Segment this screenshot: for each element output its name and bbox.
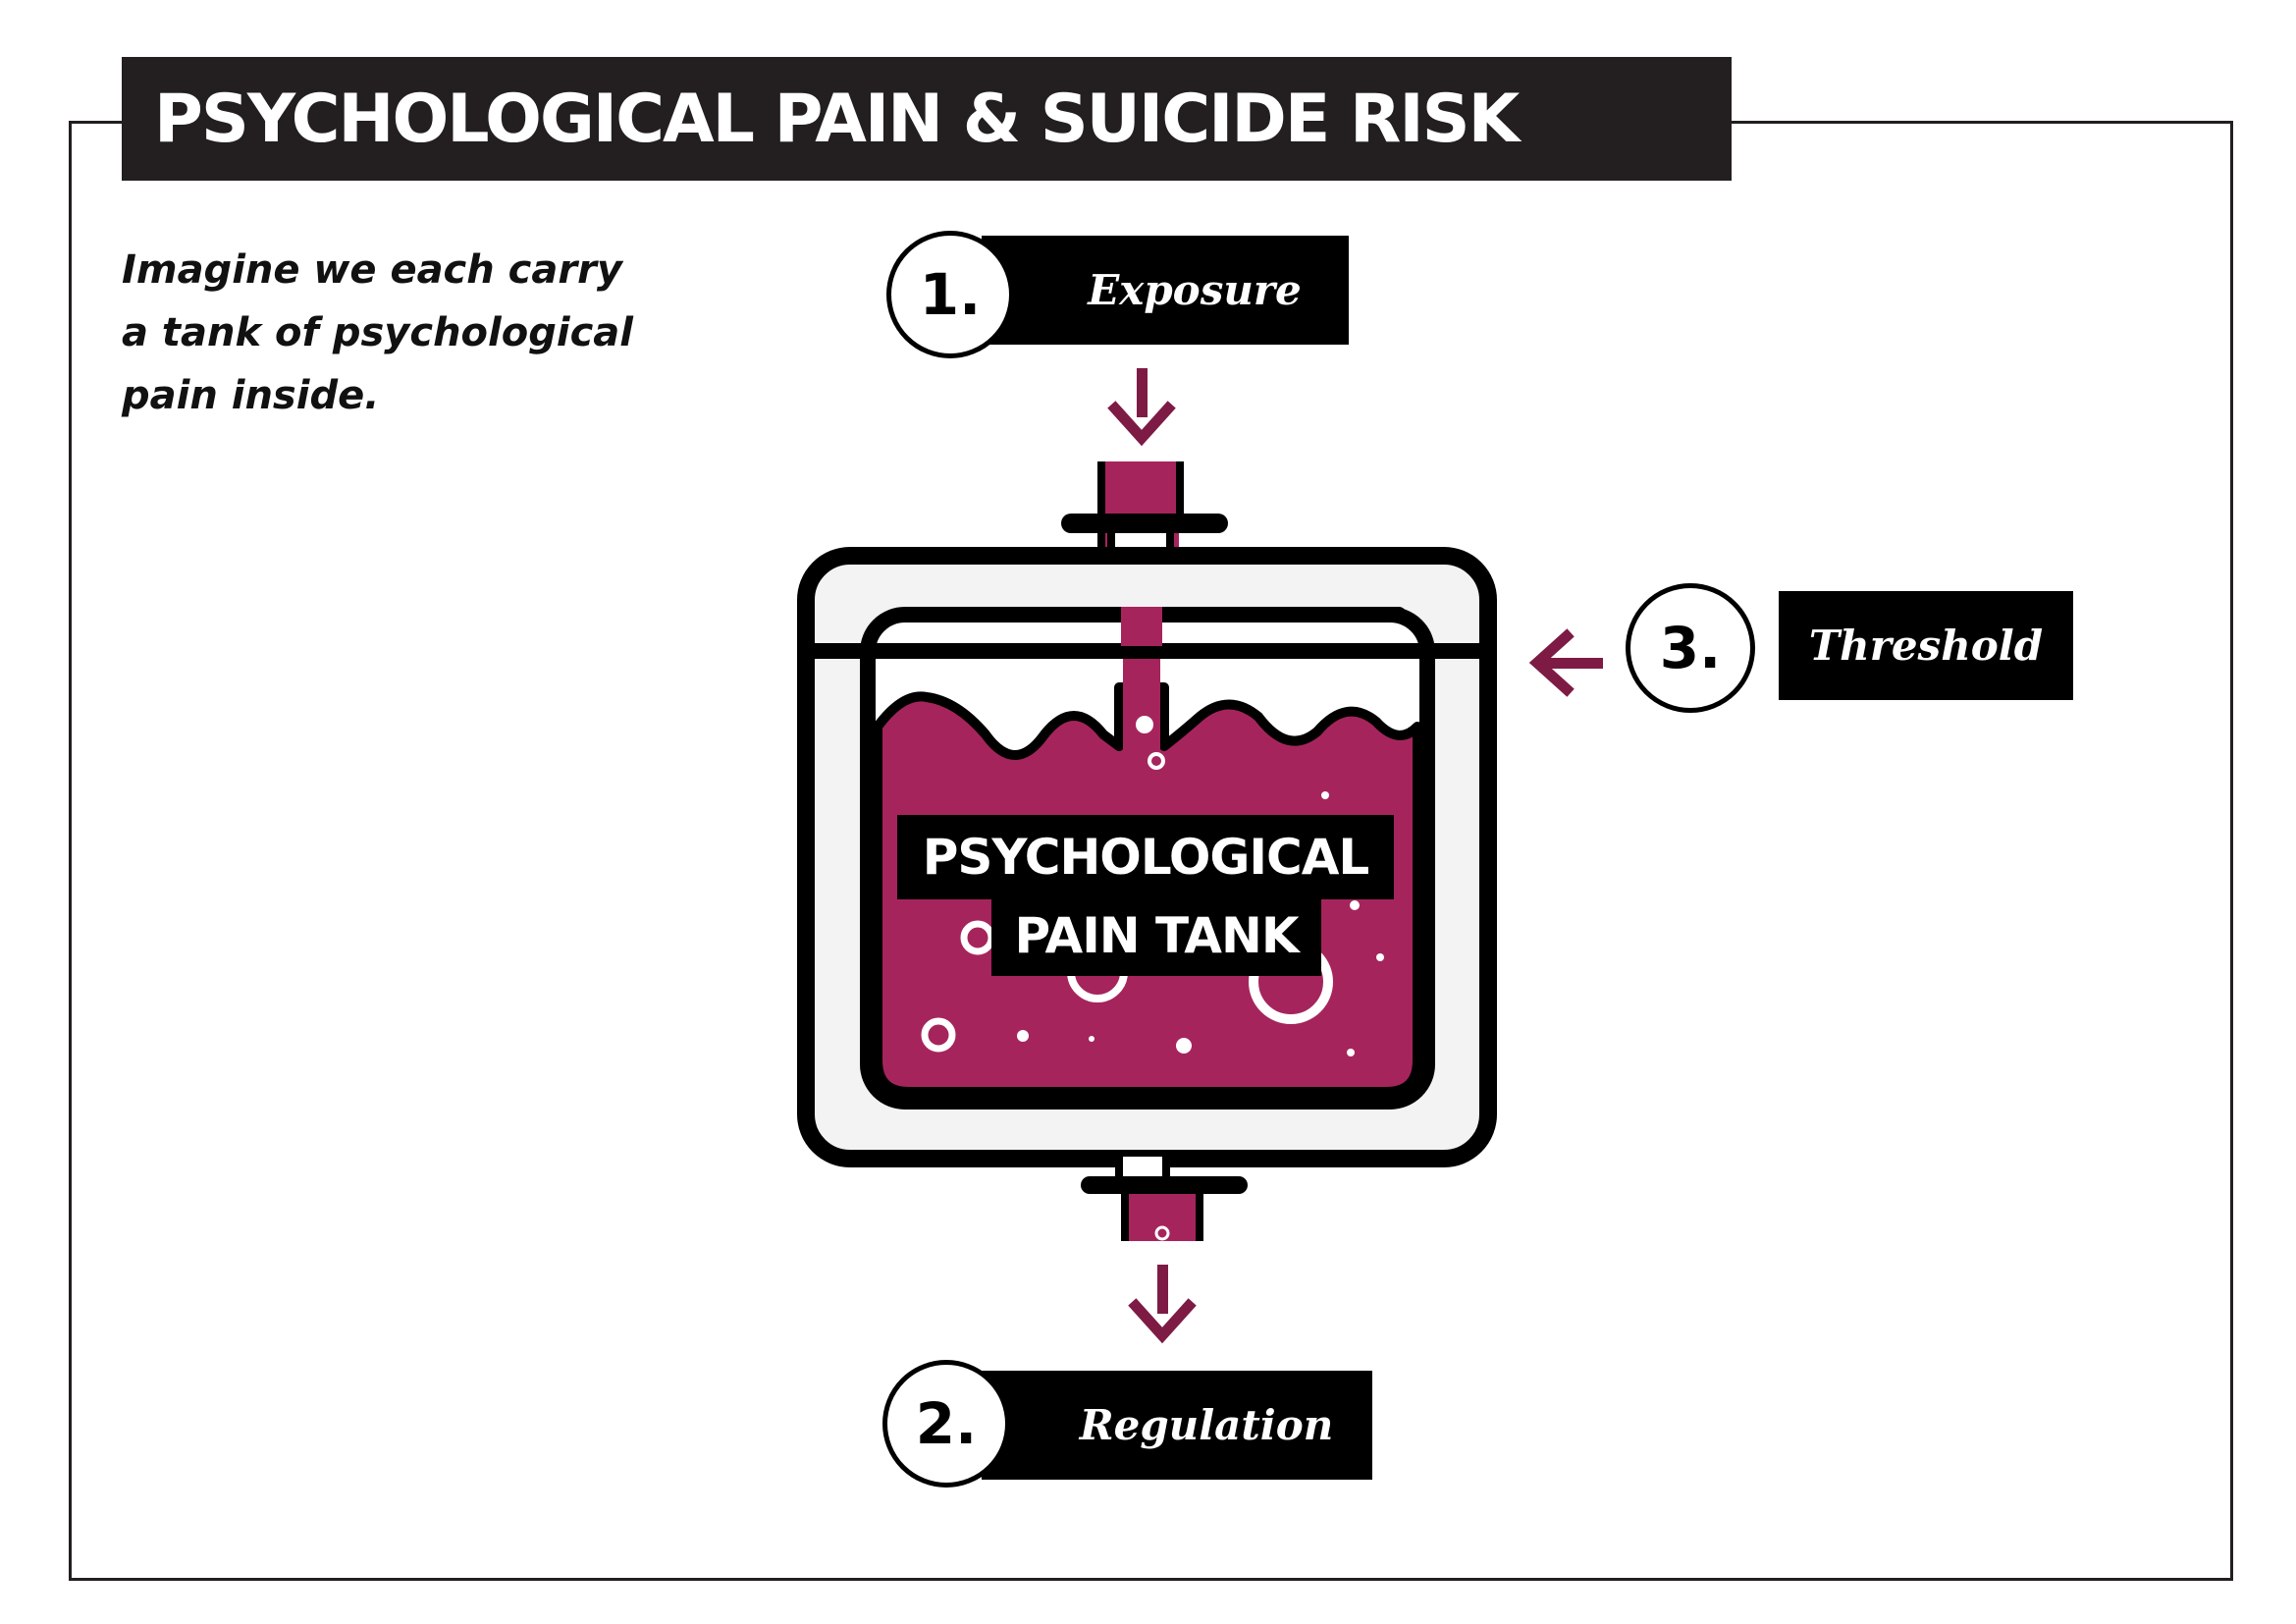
down-arrow-icon-exposure (1107, 368, 1176, 447)
intro-line-2: a tank of psychological (122, 310, 633, 355)
step-label-exposure-text: Exposure (1088, 266, 1302, 314)
outlet-pipe (1081, 1157, 1248, 1241)
step-label-exposure: Exposure (982, 236, 1349, 345)
tank-label-line-2: PAIN TANK (991, 895, 1321, 976)
intro-text: Imagine we each carry a tank of psycholo… (122, 239, 730, 427)
step-label-threshold: Threshold (1779, 591, 2073, 700)
tank-label-line-1: PSYCHOLOGICAL (897, 815, 1394, 899)
step-label-regulation-text: Regulation (1079, 1401, 1334, 1449)
step-number-2: 2. (882, 1360, 1010, 1488)
intro-line-1: Imagine we each carry (122, 247, 622, 293)
intro-line-3: pain inside. (122, 373, 380, 418)
down-arrow-icon-regulation (1128, 1265, 1197, 1344)
step-label-regulation: Regulation (982, 1371, 1372, 1480)
step-label-threshold-text: Threshold (1808, 622, 2044, 670)
step-number-3: 3. (1626, 583, 1755, 713)
title-bar: PSYCHOLOGICAL PAIN & SUICIDE RISK (122, 57, 1732, 181)
step-number-1: 1. (886, 231, 1014, 358)
left-arrow-icon-threshold (1528, 628, 1603, 697)
tank-lid-bar (815, 643, 1482, 659)
page-title: PSYCHOLOGICAL PAIN & SUICIDE RISK (154, 80, 1520, 158)
